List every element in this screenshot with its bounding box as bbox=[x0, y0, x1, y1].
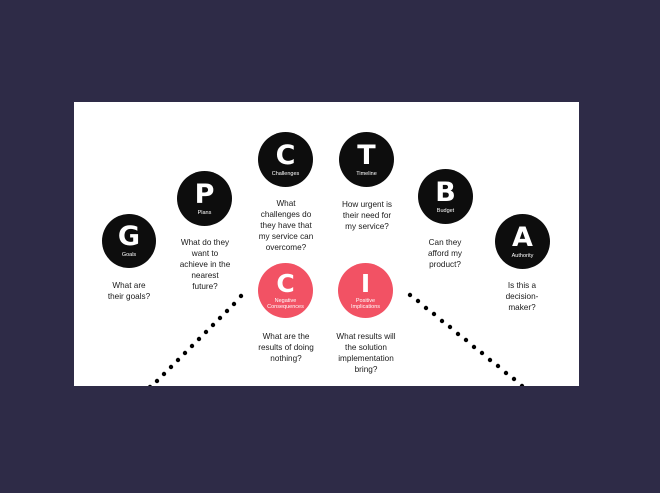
goals-letter: G bbox=[117, 221, 141, 253]
plans-letter: P bbox=[194, 178, 215, 210]
challenges-label: Challenges bbox=[271, 170, 300, 177]
positive-implications-node: I Positive Implications bbox=[338, 263, 393, 318]
goals-label: Goals bbox=[121, 252, 137, 259]
budget-node: B Budget bbox=[418, 169, 473, 224]
dotted-funnel-lines bbox=[148, 292, 525, 386]
timeline-node: T Timeline bbox=[339, 132, 394, 187]
positive-implications-label: Positive Implications bbox=[350, 297, 381, 310]
negative-consequences-node: C Negative Consequences bbox=[258, 263, 313, 318]
challenges-question: What challenges do they have that my ser… bbox=[258, 199, 314, 252]
plans-label: Plans bbox=[197, 209, 212, 216]
authority-question: Is this a decision- maker? bbox=[505, 281, 539, 312]
goals-node: G Goals bbox=[102, 214, 156, 268]
negative-consequences-question: What are the results of doing nothing? bbox=[258, 332, 314, 363]
authority-label: Authority bbox=[511, 252, 534, 259]
negative-consequences-label: Negative Consequences bbox=[267, 297, 304, 310]
timeline-label: Timeline bbox=[356, 170, 377, 177]
authority-node: A Authority bbox=[495, 214, 550, 269]
gpctba-framework-card: G Goals What are their goals? P Plans Wh… bbox=[74, 102, 579, 386]
challenges-letter: C bbox=[275, 139, 296, 171]
budget-label: Budget bbox=[436, 207, 455, 214]
goals-question: What are their goals? bbox=[107, 281, 151, 301]
positive-implications-question: What results will the solution implement… bbox=[336, 332, 396, 374]
right-dotted-line bbox=[407, 292, 525, 386]
budget-letter: B bbox=[435, 176, 456, 208]
challenges-node: C Challenges bbox=[258, 132, 313, 187]
plans-question: What do they want to achieve in the near… bbox=[179, 238, 231, 291]
timeline-question: How urgent is their need for my service? bbox=[341, 200, 393, 231]
timeline-letter: T bbox=[357, 139, 376, 171]
plans-node: P Plans bbox=[177, 171, 232, 226]
left-dotted-line bbox=[148, 293, 244, 386]
authority-letter: A bbox=[512, 221, 533, 253]
negative-consequences-letter: C bbox=[276, 268, 295, 298]
positive-implications-letter: I bbox=[360, 268, 371, 298]
budget-question: Can they afford my product? bbox=[428, 238, 462, 269]
